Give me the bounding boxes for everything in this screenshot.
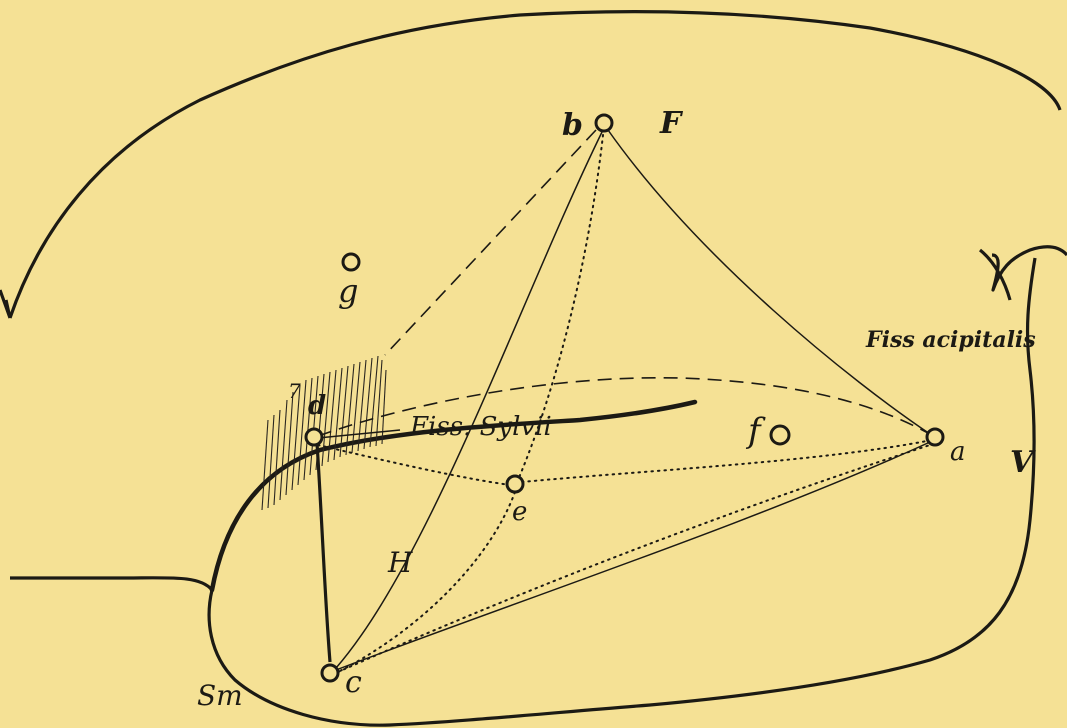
label-7: 7 <box>288 379 301 403</box>
point-d-marker <box>304 427 324 447</box>
line-a-to-c <box>335 441 931 671</box>
label-d: d <box>308 391 326 421</box>
line-d-short <box>317 429 401 439</box>
point-c-marker <box>320 663 340 683</box>
line-b-to-a <box>607 129 931 435</box>
dotted-e-to-a <box>521 439 933 483</box>
point-b-marker <box>594 113 614 133</box>
dotted-b-to-e <box>517 134 604 481</box>
line-b-to-c <box>335 131 603 669</box>
dotted-d-to-e <box>317 444 511 486</box>
point-e-marker <box>505 474 525 494</box>
label-fiss-occipitalis: Fiss acipitalis <box>865 327 1036 353</box>
label-V: V <box>1010 445 1036 480</box>
frontal-edge <box>0 289 12 319</box>
dashed-line-b-to-hatch <box>384 129 597 356</box>
point-a-marker <box>925 427 945 447</box>
hemisphere-outline <box>8 10 1067 727</box>
label-F: F <box>659 106 684 141</box>
label-a: a <box>950 437 966 467</box>
label-b: b <box>562 108 583 143</box>
occipital-fissure-line <box>978 248 1012 301</box>
sylvian-thick-curve <box>209 399 698 593</box>
label-e: e <box>512 497 527 527</box>
label-c: c <box>345 665 362 700</box>
label-Sm: Sm <box>197 679 243 712</box>
line-d-to-c <box>315 442 332 663</box>
label-f: f <box>745 411 766 451</box>
dashed-line-d-to-a <box>317 376 936 438</box>
label-H: H <box>387 546 413 579</box>
dotted-e-to-c <box>337 491 516 673</box>
label-fiss-sylvii: Fiss. Sylvii <box>409 412 552 442</box>
point-f-marker <box>769 424 791 446</box>
point-g-marker <box>341 252 361 272</box>
label-g: g <box>338 272 358 310</box>
dotted-c-to-a <box>337 444 931 673</box>
